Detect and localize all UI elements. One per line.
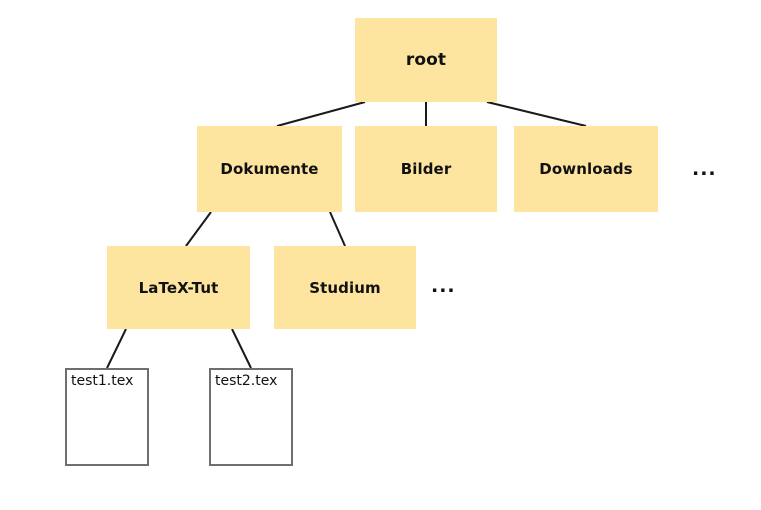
node-root-label: root xyxy=(405,50,447,70)
ellipsis-root-children: ... xyxy=(692,158,717,180)
node-latex-tut[interactable]: LaTeX-Tut xyxy=(107,246,250,329)
edge-root-downloads xyxy=(486,101,587,127)
node-root[interactable]: root xyxy=(355,18,497,102)
edge-latextut-test2 xyxy=(231,328,252,369)
node-test2-tex[interactable]: test2.tex xyxy=(209,368,293,466)
ellipsis-dokumente-children: ... xyxy=(431,275,456,297)
node-test1-tex-label: test1.tex xyxy=(71,373,134,389)
edge-dokumente-latextut xyxy=(185,211,212,247)
edge-root-dokumente xyxy=(276,101,366,127)
node-studium[interactable]: Studium xyxy=(274,246,416,329)
node-dokumente-label: Dokumente xyxy=(220,160,319,178)
node-test1-tex[interactable]: test1.tex xyxy=(65,368,149,466)
node-downloads-label: Downloads xyxy=(539,160,633,178)
node-studium-label: Studium xyxy=(309,278,381,297)
node-downloads[interactable]: Downloads xyxy=(514,126,658,212)
node-latex-tut-label: LaTeX-Tut xyxy=(138,278,219,297)
node-bilder-label: Bilder xyxy=(400,160,452,178)
edge-dokumente-studium xyxy=(329,211,346,247)
node-test2-tex-label: test2.tex xyxy=(215,373,278,389)
edge-latextut-test1 xyxy=(106,328,127,369)
node-bilder[interactable]: Bilder xyxy=(355,126,497,212)
node-dokumente[interactable]: Dokumente xyxy=(197,126,342,212)
